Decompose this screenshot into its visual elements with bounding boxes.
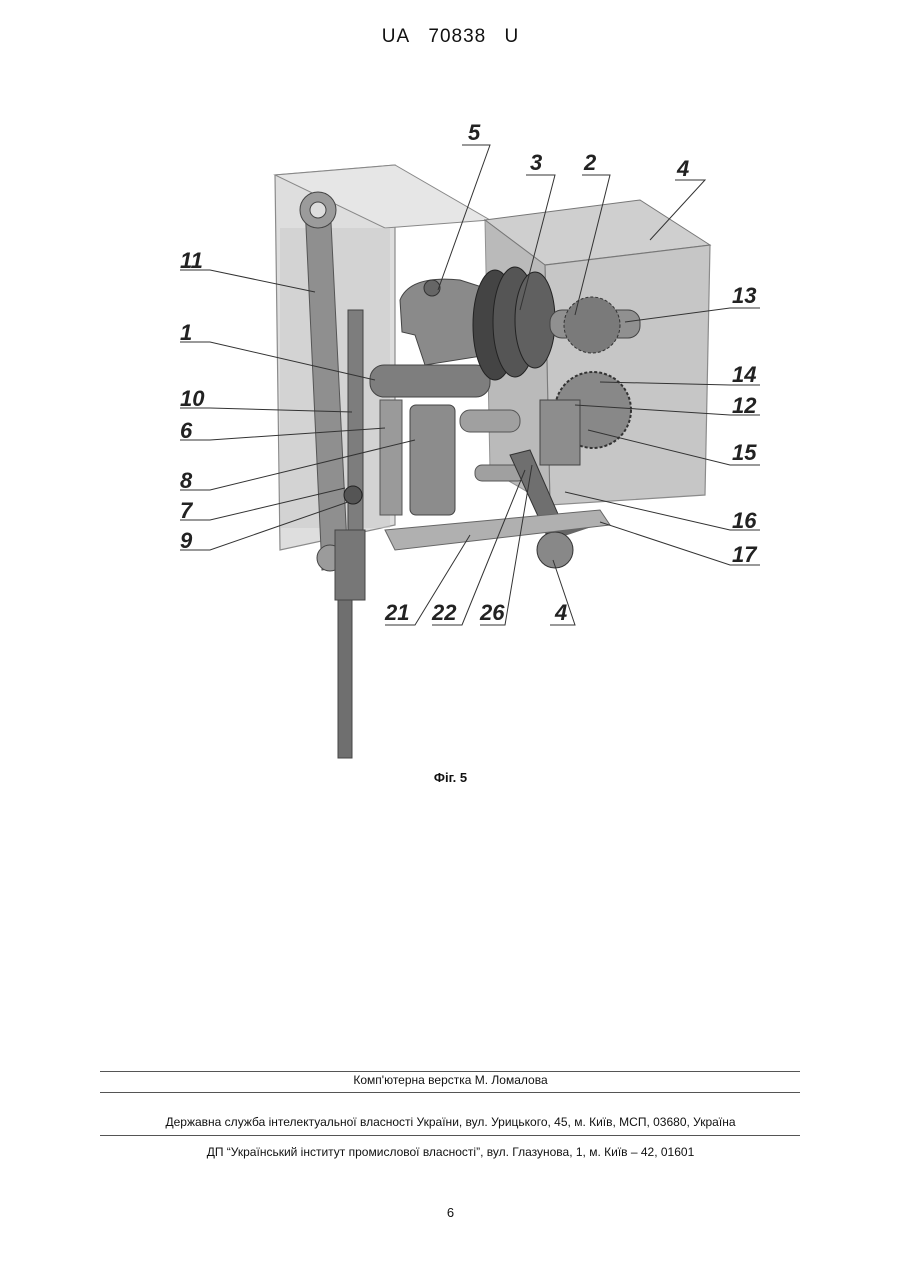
page-number: 6 [0,1205,901,1220]
label-14: 14 [732,362,756,387]
label-4-bottom: 4 [554,600,567,625]
agency-address: Державна служба інтелектуальної власност… [0,1115,901,1129]
footer-rule-top [100,1071,800,1072]
label-3: 3 [530,150,542,175]
label-2: 2 [583,150,597,175]
label-9: 9 [180,528,193,553]
patent-kind: U [505,26,520,47]
label-15: 15 [732,440,757,465]
label-10: 10 [180,386,205,411]
label-21: 21 [384,600,409,625]
label-7: 7 [180,498,194,523]
label-22: 22 [431,600,457,625]
patent-country: UA [382,26,410,47]
institute-address: ДП “Український інститут промислової вла… [0,1145,901,1159]
figure-caption: Фіг. 5 [0,770,901,785]
layout-credit: Комп'ютерна верстка М. Ломалова [0,1073,901,1087]
footer-rule-middle [100,1092,800,1093]
patent-header: UA 70838 U [0,26,901,48]
label-13: 13 [732,283,756,308]
label-16: 16 [732,508,757,533]
mechanism-drawing: 11 1 10 6 8 7 9 5 3 2 4 13 14 12 15 16 1… [170,110,770,770]
label-6: 6 [180,418,193,443]
label-12: 12 [732,393,757,418]
pulley-stack [473,267,555,380]
label-11: 11 [180,248,203,273]
label-1: 1 [180,320,192,345]
label-17: 17 [732,542,758,567]
patent-number: 70838 [428,26,486,47]
footer-rule-bottom [100,1135,800,1136]
label-5: 5 [468,120,481,145]
label-26: 26 [479,600,505,625]
label-8: 8 [180,468,193,493]
label-4-top: 4 [676,156,689,181]
